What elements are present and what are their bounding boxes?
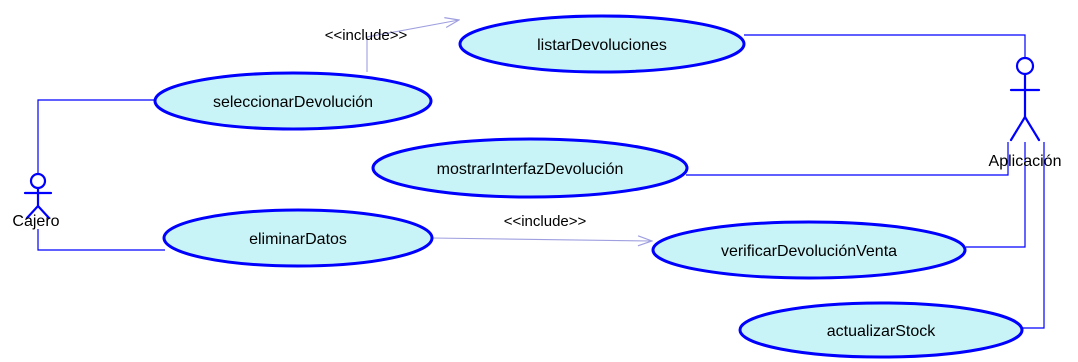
usecase-label: actualizarStock — [827, 323, 936, 340]
usecase-verificar-devolucion-venta[interactable]: verificarDevoluciónVenta — [651, 220, 967, 280]
usecase-label: mostrarInterfazDevolución — [437, 161, 624, 178]
usecase-eliminar-datos[interactable]: eliminarDatos — [162, 208, 434, 268]
usecase-listar-devoluciones[interactable]: listarDevoluciones — [458, 14, 746, 74]
usecase-label: seleccionarDevolución — [213, 94, 373, 111]
stick-figure-icon — [23, 172, 53, 220]
actor-label: Cajero — [12, 213, 59, 230]
assoc-aplicacion-listar — [744, 34, 1026, 58]
include-dependency-1 — [366, 20, 459, 72]
include-label-1: <<include>> — [325, 27, 408, 44]
assoc-aplicacion-mostrar — [686, 142, 1009, 176]
assoc-aplicacion-verificar — [966, 142, 1026, 248]
usecase-mostrar-interfaz-devolucion[interactable]: mostrarInterfazDevolución — [371, 137, 689, 199]
assoc-aplicacion-actualizar — [1022, 142, 1045, 329]
stick-figure-icon — [1009, 56, 1041, 142]
actor-label: Aplicación — [989, 153, 1062, 170]
usecase-label: eliminarDatos — [249, 231, 347, 248]
actor-cajero[interactable]: Cajero — [12, 172, 60, 230]
include-label-2: <<include>> — [504, 213, 587, 230]
usecase-label: listarDevoluciones — [537, 37, 667, 54]
assoc-cajero-eliminar — [37, 229, 165, 251]
actor-aplicacion[interactable]: Aplicación — [989, 56, 1062, 170]
usecase-seleccionar-devolucion[interactable]: seleccionarDevolución — [153, 71, 433, 131]
usecase-actualizar-stock[interactable]: actualizarStock — [738, 301, 1024, 359]
usecase-label: verificarDevoluciónVenta — [721, 243, 897, 260]
include-dependency-2 — [431, 238, 652, 241]
assoc-cajero-seleccionar — [37, 99, 155, 174]
